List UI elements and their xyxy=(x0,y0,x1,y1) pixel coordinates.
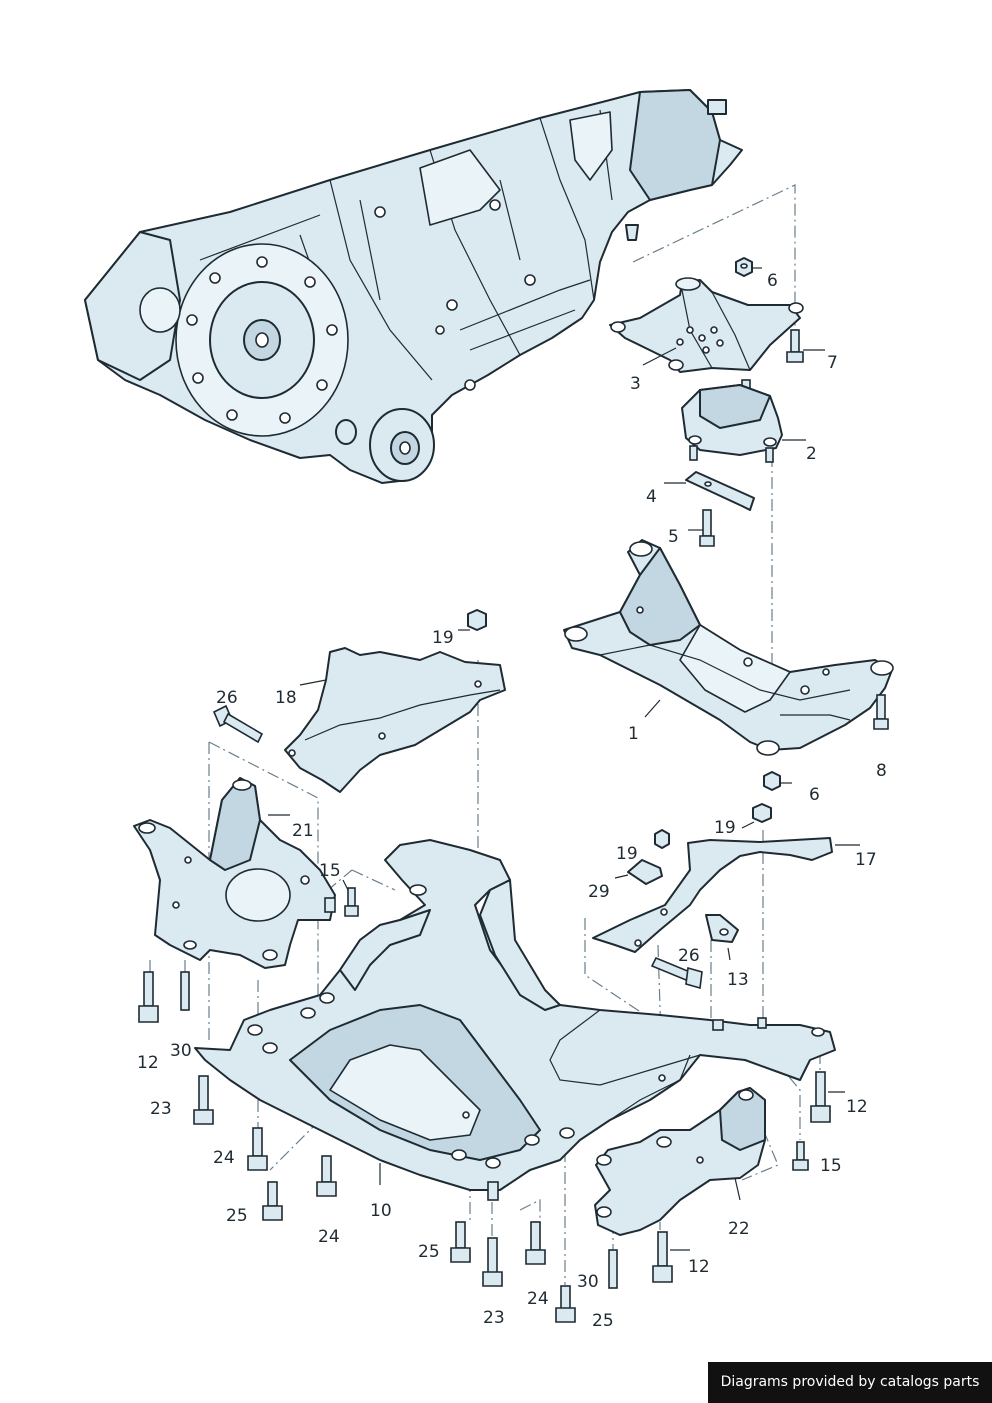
callout-24: 24 xyxy=(527,1289,549,1309)
callout-25: 25 xyxy=(226,1206,248,1226)
callout-19: 19 xyxy=(432,628,454,648)
bolt xyxy=(699,509,715,547)
callout-12: 12 xyxy=(688,1257,710,1277)
transmission-crossmember xyxy=(563,539,894,756)
callout-22: 22 xyxy=(728,1219,750,1239)
callout-13: 13 xyxy=(727,970,749,990)
callout-12: 12 xyxy=(137,1053,159,1073)
nut xyxy=(467,609,487,631)
callout-19: 19 xyxy=(714,818,736,838)
transmission-illustration xyxy=(84,89,743,484)
callout-26: 26 xyxy=(216,688,238,708)
callout-10: 10 xyxy=(370,1201,392,1221)
subframe-mount-left xyxy=(133,777,336,969)
engine-mount xyxy=(681,379,783,463)
nut xyxy=(735,257,753,277)
callout-15: 15 xyxy=(820,1156,842,1176)
bolt xyxy=(873,694,889,730)
clip-bracket xyxy=(627,859,663,885)
heat-shield-right xyxy=(592,837,833,953)
callout-17: 17 xyxy=(855,850,877,870)
bolt-set xyxy=(138,887,831,1323)
callout-25: 25 xyxy=(592,1311,614,1331)
nut xyxy=(654,803,772,849)
callout-19: 19 xyxy=(616,844,638,864)
front-subframe xyxy=(194,839,836,1201)
nut xyxy=(763,771,781,791)
bracket xyxy=(705,914,739,943)
callout-7: 7 xyxy=(827,353,838,373)
callout-12: 12 xyxy=(846,1097,868,1117)
callout-23: 23 xyxy=(150,1099,172,1119)
bolt xyxy=(212,704,264,744)
bolt xyxy=(650,956,703,990)
callout-6: 6 xyxy=(809,785,820,805)
callout-4: 4 xyxy=(646,487,657,507)
callout-29: 29 xyxy=(588,882,610,902)
mount-bracket xyxy=(609,277,804,373)
callout-24: 24 xyxy=(318,1227,340,1247)
callout-labels: 6 7 3 2 4 5 19 26 18 1 8 6 21 19 19 17 1… xyxy=(137,271,887,1331)
callout-5: 5 xyxy=(668,527,679,547)
callout-2: 2 xyxy=(806,444,817,464)
callout-6: 6 xyxy=(767,271,778,291)
callout-23: 23 xyxy=(483,1308,505,1328)
callout-3: 3 xyxy=(630,374,641,394)
callout-18: 18 xyxy=(275,688,297,708)
callout-21: 21 xyxy=(292,821,314,841)
bolt xyxy=(786,329,804,363)
callout-1: 1 xyxy=(628,724,639,744)
bracket-strap xyxy=(685,471,755,511)
leader-lines xyxy=(268,267,860,1251)
callout-30: 30 xyxy=(577,1272,599,1292)
callout-26: 26 xyxy=(678,946,700,966)
callout-8: 8 xyxy=(876,761,887,781)
callout-25: 25 xyxy=(418,1242,440,1262)
callout-24: 24 xyxy=(213,1148,235,1168)
heat-shield-left xyxy=(284,647,506,793)
footer-banner: Diagrams provided by catalogs parts xyxy=(708,1362,992,1403)
subframe-mount-right xyxy=(594,1087,766,1236)
callout-30: 30 xyxy=(170,1041,192,1061)
callout-15: 15 xyxy=(319,861,341,881)
